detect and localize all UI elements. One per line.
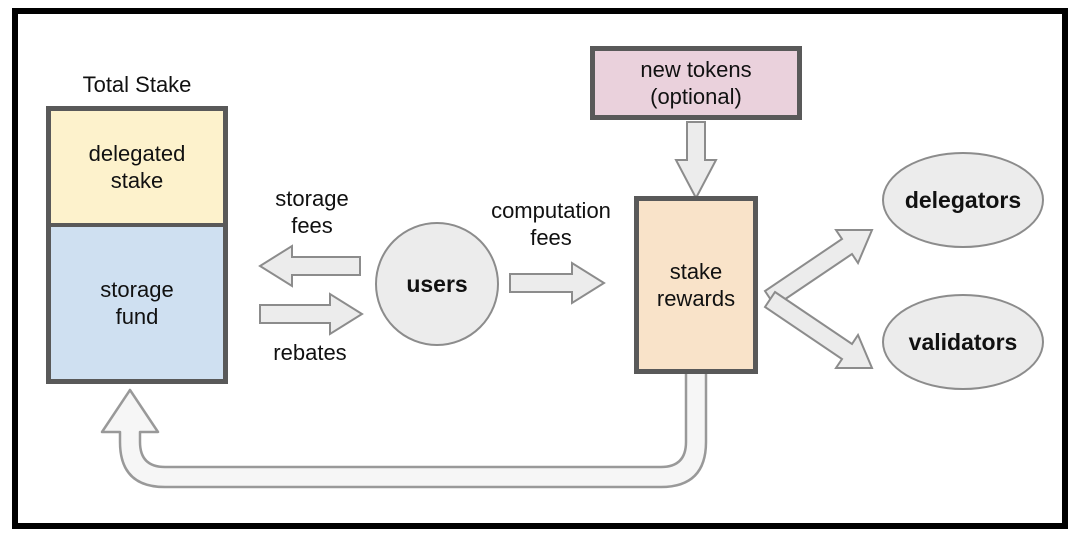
validators-node: validators — [882, 294, 1044, 390]
storage-fund-section: storage fund — [51, 227, 223, 379]
stake-rewards-to-validators-arrow — [763, 290, 874, 369]
new-tokens-box: new tokens (optional) — [590, 46, 802, 120]
total-stake-box: delegated stake storage fund — [46, 106, 228, 384]
delegators-node: delegators — [882, 152, 1044, 248]
storage-fees-arrow — [258, 244, 361, 288]
computation-fees-arrow — [509, 261, 606, 305]
stake-rewards-to-delegators-arrow — [763, 229, 874, 308]
total-stake-label: Total Stake — [82, 72, 192, 97]
storage-fees-label: storage fees — [275, 186, 349, 238]
stake-rewards-box: stake rewards — [634, 196, 758, 374]
rebates-arrow — [259, 292, 364, 336]
rebates-label: rebates — [273, 340, 347, 365]
delegated-stake-section: delegated stake — [51, 111, 223, 227]
new-tokens-arrow — [674, 121, 718, 201]
stake-rewards-to-storage-fund-arrow — [100, 366, 708, 489]
computation-fees-label: computation fees — [491, 198, 611, 250]
users-node: users — [375, 222, 499, 346]
